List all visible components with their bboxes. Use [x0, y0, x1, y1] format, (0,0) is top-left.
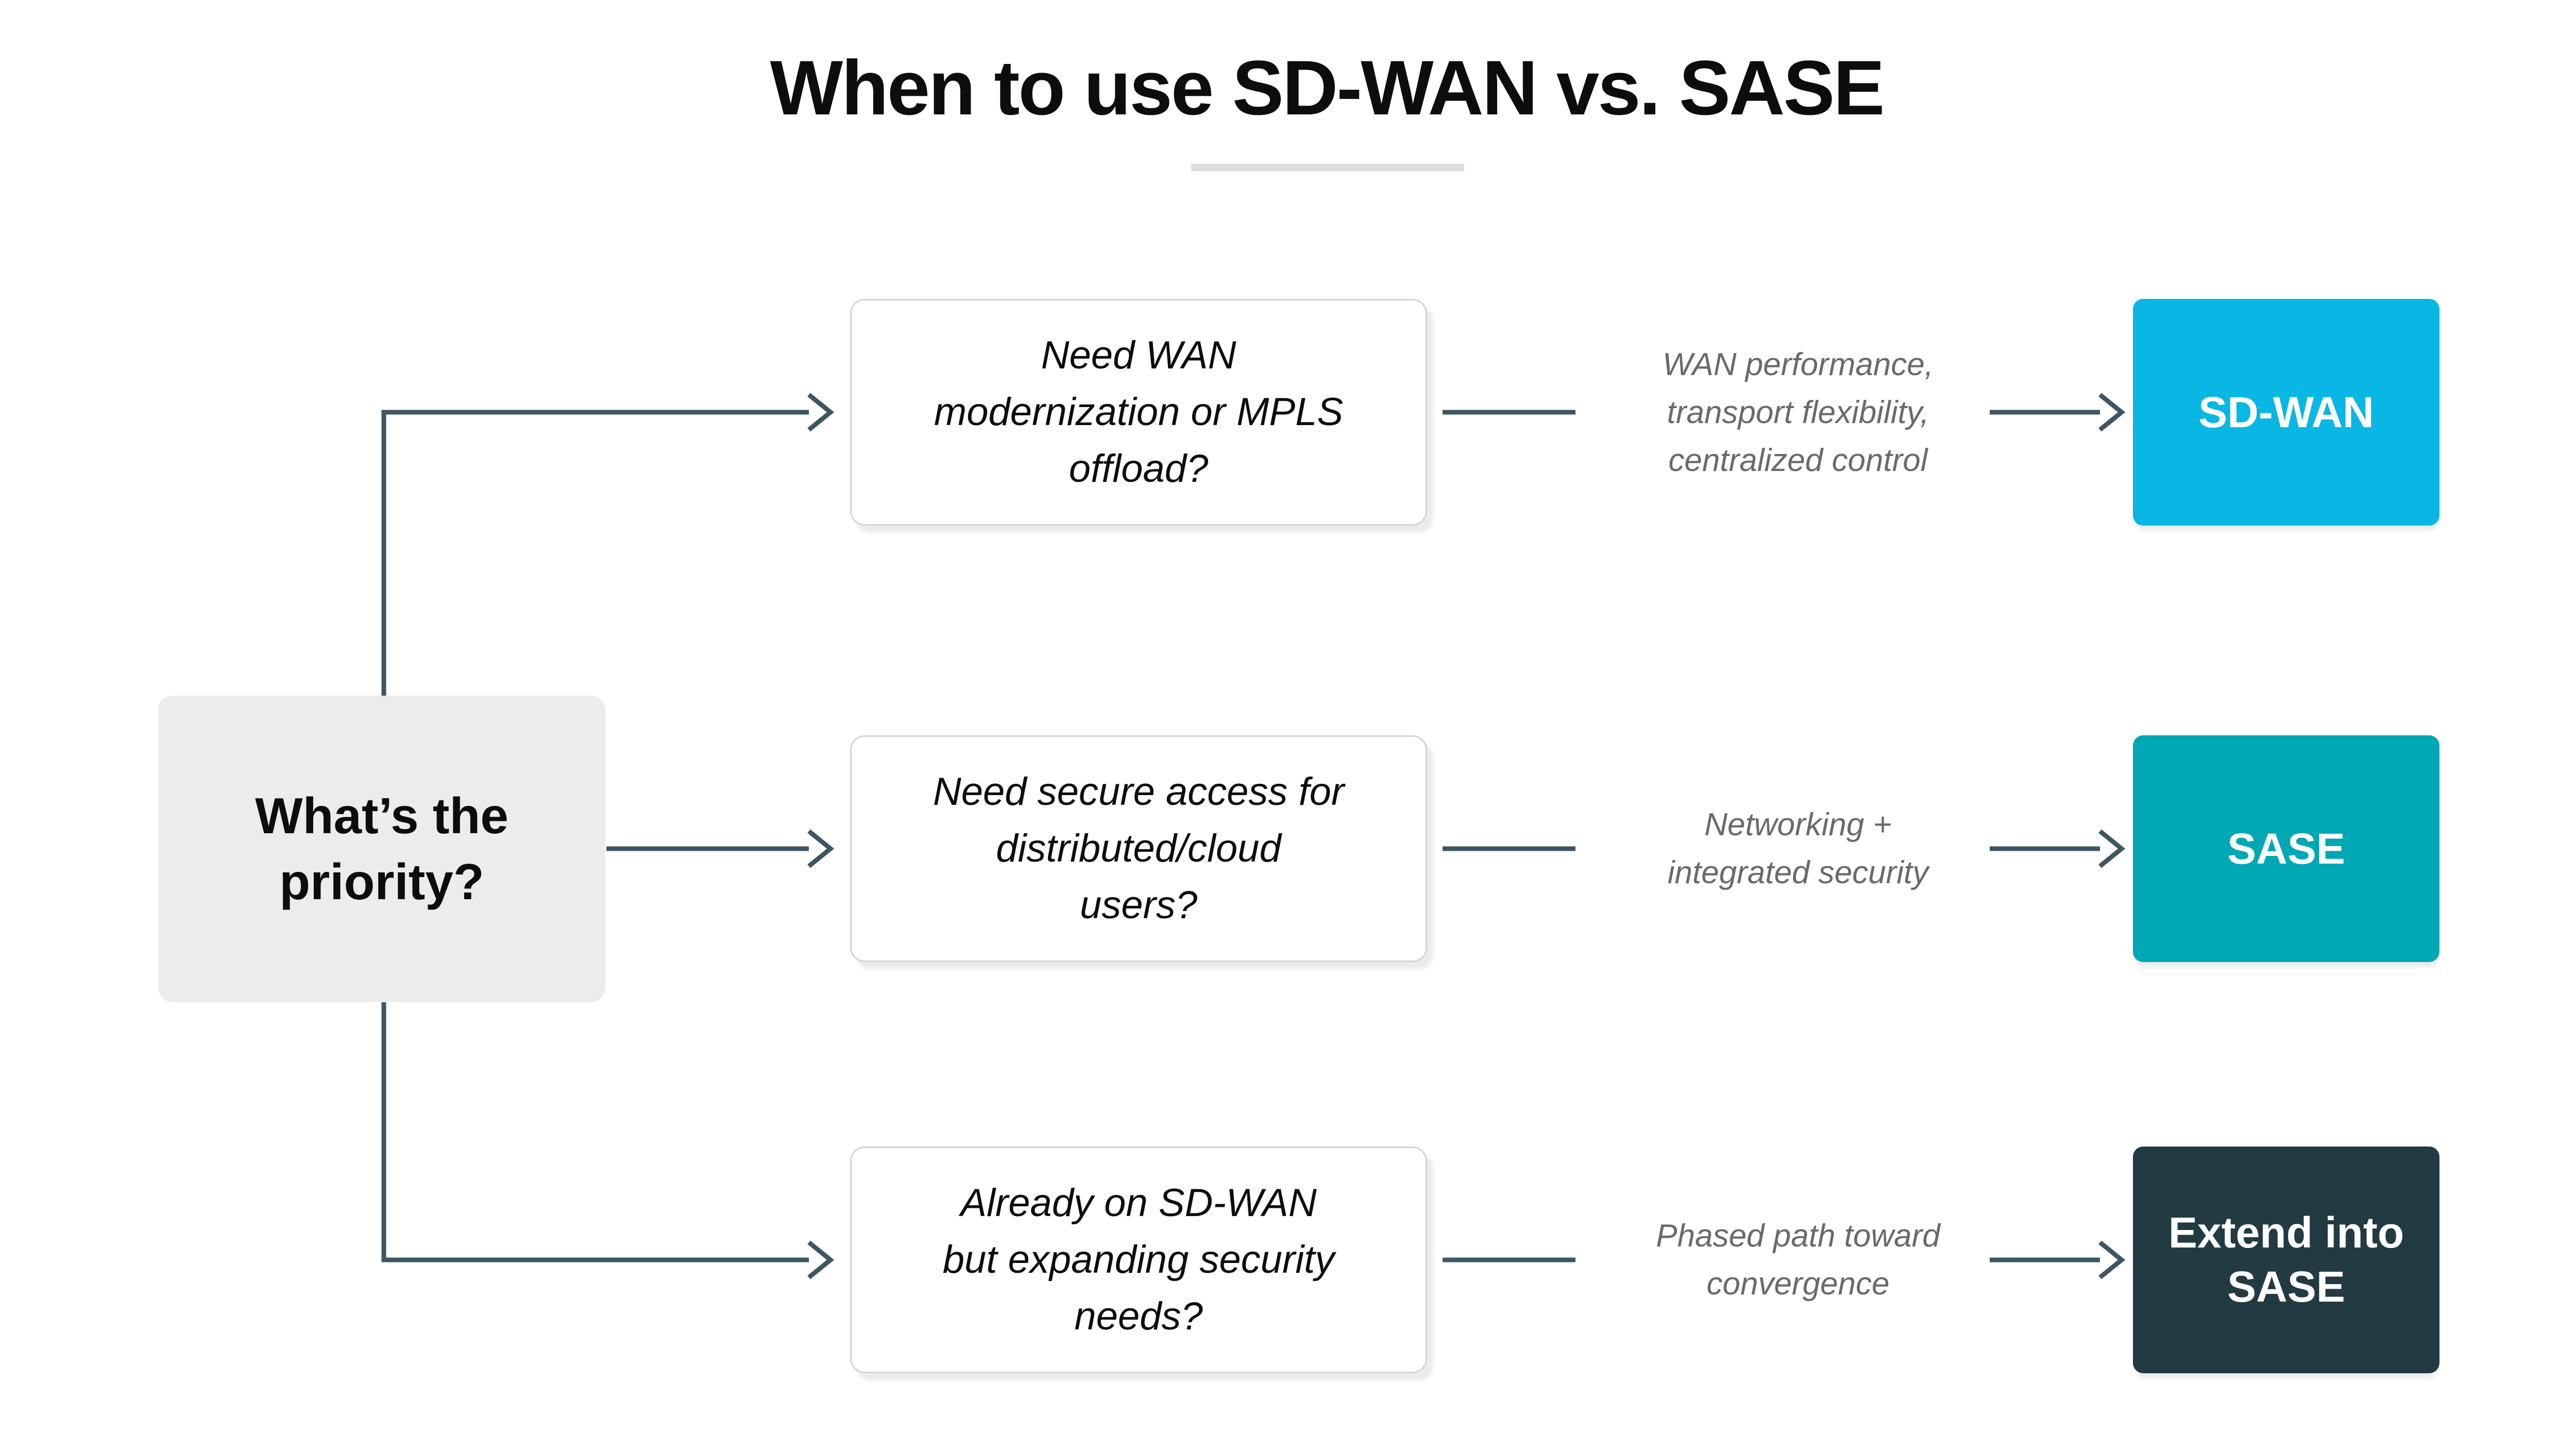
question-label: Already on SD-WAN but expanding security…: [942, 1181, 1335, 1339]
arrowhead-top-icon: [807, 393, 835, 432]
page-title: When to use SD-WAN vs. SASE: [770, 44, 1885, 131]
benefit-label-sdwan: WAN performance, transport flexibility, …: [1662, 346, 1934, 478]
result-label: SASE: [2227, 824, 2345, 873]
result-arrowhead-row2-icon: [2098, 829, 2126, 868]
root-question-box: What’s the priority?: [158, 696, 605, 1002]
title-divider: [1191, 164, 1464, 171]
question-box-secure-access: Need secure access for distributed/cloud…: [850, 735, 1427, 962]
question-box-already-sdwan: Already on SD-WAN but expanding security…: [850, 1147, 1427, 1373]
result-box-sase: SASE: [2133, 735, 2439, 962]
result-box-extend-into-sase: Extend into SASE: [2133, 1147, 2439, 1373]
result-arrowhead-row3-icon: [2098, 1240, 2126, 1279]
result-label: Extend into SASE: [2168, 1208, 2404, 1311]
root-question-label: What’s the priority?: [255, 787, 509, 910]
question-label: Need WAN modernization or MPLS offload?: [934, 333, 1344, 491]
result-arrowhead-row1-icon: [2098, 393, 2126, 432]
result-box-sdwan: SD-WAN: [2133, 299, 2439, 526]
benefit-label-convergence: Phased path toward convergence: [1656, 1218, 1940, 1302]
benefit-label-sase: Networking + integrated security: [1667, 807, 1929, 890]
result-label: SD-WAN: [2198, 387, 2374, 436]
arrowhead-middle-icon: [807, 829, 835, 868]
arrowhead-bottom-icon: [807, 1240, 835, 1279]
question-label: Need secure access for distributed/cloud…: [933, 769, 1345, 928]
question-box-wan-modernization: Need WAN modernization or MPLS offload?: [850, 299, 1427, 526]
branch-line-bottom: [381, 1001, 809, 1262]
branch-line-top: [381, 410, 809, 697]
